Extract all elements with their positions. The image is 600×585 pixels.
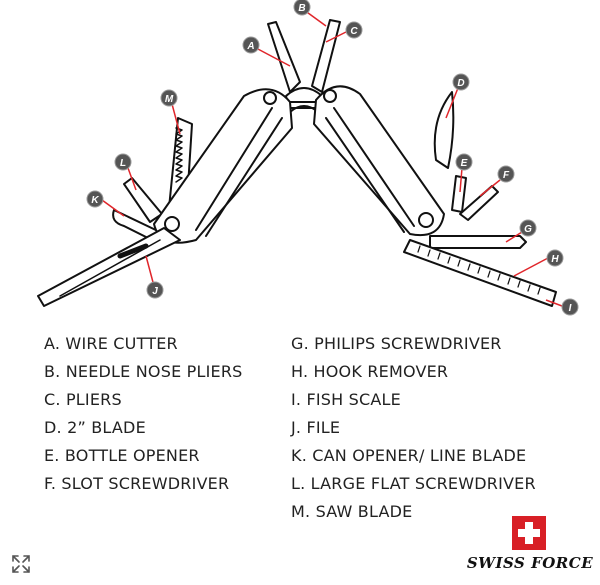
right-top-rivet bbox=[323, 89, 337, 103]
callout-label-k: K bbox=[91, 195, 99, 206]
legend-item: B. NEEDLE NOSE PLIERS bbox=[44, 362, 243, 381]
callout-label-f: F bbox=[503, 170, 510, 181]
callout-line-k bbox=[101, 199, 125, 217]
legend-item: L. LARGE FLAT SCREWDRIVER bbox=[291, 474, 536, 493]
callout-badge-c bbox=[345, 21, 363, 39]
legend-left-column: A. WIRE CUTTER B. NEEDLE NOSE PLIERS C. … bbox=[44, 330, 243, 498]
callout-line-h bbox=[513, 257, 549, 277]
right-handle-channel bbox=[333, 107, 415, 227]
swiss-cross-icon bbox=[512, 516, 546, 550]
callout-badge-b bbox=[293, 0, 311, 16]
callout-line-e bbox=[459, 167, 463, 193]
saw-teeth bbox=[175, 127, 183, 183]
callout-line-f bbox=[479, 179, 501, 197]
callout-badge-h bbox=[546, 249, 564, 267]
callout-badge-m bbox=[160, 89, 178, 107]
large-flat-screwdriver bbox=[123, 177, 163, 223]
callout-line-c bbox=[325, 31, 347, 43]
callout-line-m bbox=[171, 103, 181, 135]
legend-item: E. BOTTLE OPENER bbox=[44, 446, 200, 465]
pivot-spring bbox=[289, 101, 319, 109]
pliers-jaw-left bbox=[267, 21, 301, 93]
file-ridge bbox=[117, 243, 149, 259]
legend-item: J. FILE bbox=[291, 418, 341, 437]
callout-label-c: C bbox=[350, 26, 358, 37]
fish-scale-ticks bbox=[417, 245, 541, 295]
callout-label-h: H bbox=[551, 254, 559, 265]
left-handle bbox=[153, 88, 293, 244]
callout-line-l bbox=[127, 167, 137, 191]
legend-item: F. SLOT SCREWDRIVER bbox=[44, 474, 230, 493]
callout-badge-a bbox=[242, 36, 260, 54]
legend-item: G. PHILIPS SCREWDRIVER bbox=[291, 334, 502, 353]
left-handle-channel-2 bbox=[205, 117, 283, 237]
callout-label-d: D bbox=[457, 78, 464, 89]
callout-badge-e bbox=[455, 153, 473, 171]
legend-item: A. WIRE CUTTER bbox=[44, 334, 178, 353]
legend-item: K. CAN OPENER/ LINE BLADE bbox=[291, 446, 527, 465]
legend-item: M. SAW BLADE bbox=[291, 502, 413, 521]
bottle-opener bbox=[451, 175, 467, 213]
brand-logo: SWISS FORCE bbox=[462, 516, 598, 572]
callout-badge-k bbox=[86, 190, 104, 208]
blade bbox=[433, 91, 455, 169]
callout-label-m: M bbox=[165, 94, 174, 105]
can-opener bbox=[112, 209, 161, 243]
slot-screwdriver bbox=[459, 185, 499, 221]
callout-badge-l bbox=[114, 153, 132, 171]
callout-label-g: G bbox=[524, 224, 532, 235]
callout-label-i: I bbox=[569, 303, 572, 314]
legend-right-column: G. PHILIPS SCREWDRIVER H. HOOK REMOVER I… bbox=[291, 330, 536, 526]
callout-badge-g bbox=[519, 219, 537, 237]
callout-label-a: A bbox=[246, 41, 254, 52]
legend-item: H. HOOK REMOVER bbox=[291, 362, 449, 381]
left-top-rivet bbox=[263, 91, 277, 105]
callout-badge-d bbox=[452, 73, 470, 91]
right-handle bbox=[313, 85, 445, 236]
callout-badge-j bbox=[146, 281, 164, 299]
fish-scale-bar bbox=[403, 239, 557, 307]
expand-icon bbox=[12, 555, 30, 573]
legend-item: I. FISH SCALE bbox=[291, 390, 401, 409]
expand-button[interactable] bbox=[10, 553, 32, 575]
callout-badge-i bbox=[561, 298, 579, 316]
left-pivot-rivet bbox=[164, 216, 180, 232]
callout-label-e: E bbox=[461, 158, 468, 169]
left-handle-channel bbox=[195, 107, 273, 231]
callout-label-l: L bbox=[120, 158, 126, 169]
callout-line-d bbox=[445, 87, 459, 119]
pliers-jaw-right bbox=[311, 19, 341, 93]
legend-item: D. 2” BLADE bbox=[44, 418, 146, 437]
callout-label-b: B bbox=[298, 3, 305, 14]
right-pivot-rivet bbox=[418, 212, 434, 228]
right-handle-channel-2 bbox=[325, 117, 405, 233]
philips-screwdriver bbox=[429, 235, 527, 249]
callout-line-a bbox=[255, 47, 291, 67]
callout-line-j bbox=[145, 255, 155, 287]
callout-line-i bbox=[545, 299, 563, 307]
callout-label-j: J bbox=[152, 286, 158, 297]
brand-name: SWISS FORCE bbox=[466, 554, 594, 572]
legend-item: C. PLIERS bbox=[44, 390, 122, 409]
multitool-diagram: A B C D E F G H I J K L M bbox=[37, 0, 579, 316]
callout-badge-f bbox=[497, 165, 515, 183]
callout-line-g bbox=[505, 231, 523, 243]
